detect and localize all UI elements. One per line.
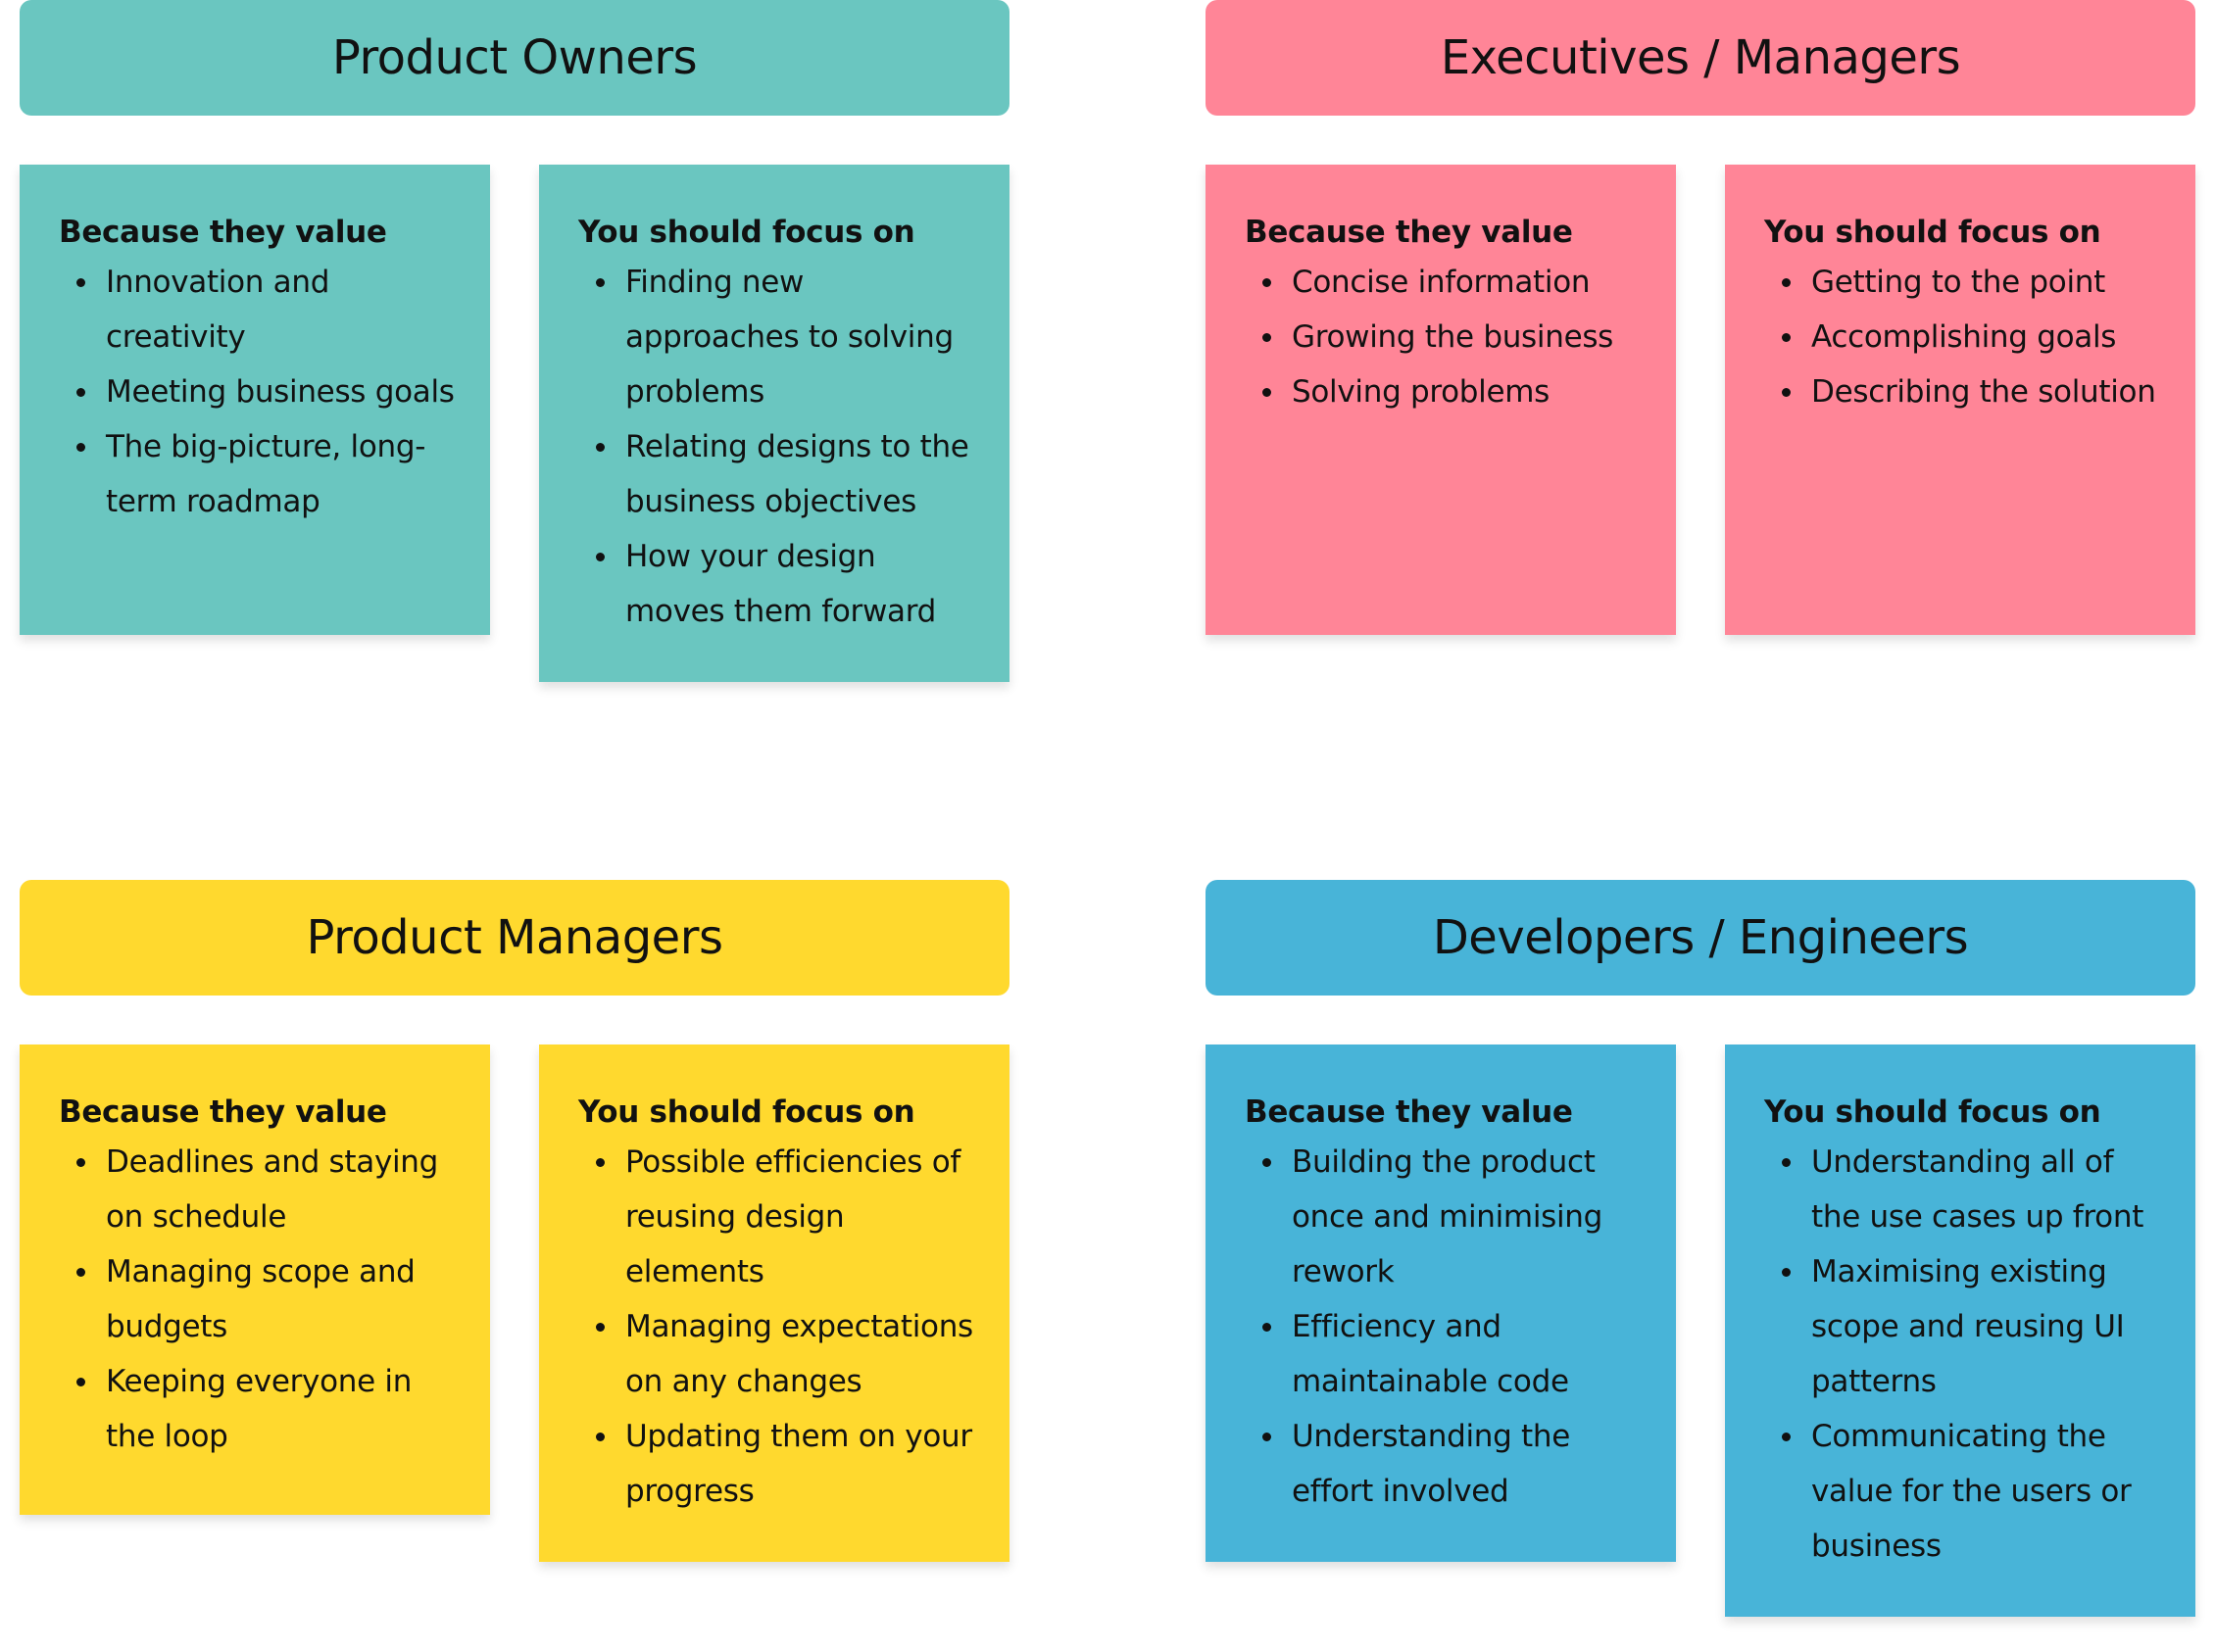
- group-title-banner: Product Owners: [20, 0, 1009, 116]
- list-item: Building the product once and minimising…: [1262, 1135, 1643, 1299]
- value-list: Deadlines and staying on schedule Managi…: [59, 1135, 457, 1464]
- value-sticky-note: Because they value Deadlines and staying…: [20, 1045, 490, 1515]
- value-heading: Because they value: [1245, 215, 1573, 250]
- list-item: Solving problems: [1262, 364, 1643, 419]
- list-item: Meeting business goals: [76, 364, 457, 419]
- list-item: Keeping everyone in the loop: [76, 1354, 457, 1464]
- group-title-banner: Executives / Managers: [1206, 0, 2195, 116]
- list-item: Understanding the effort involved: [1262, 1409, 1643, 1519]
- value-list: Building the product once and minimising…: [1245, 1135, 1643, 1519]
- list-item: Concise information: [1262, 255, 1643, 310]
- focus-list: Getting to the point Accomplishing goals…: [1764, 255, 2162, 419]
- value-sticky-note: Because they value Building the product …: [1206, 1045, 1676, 1562]
- focus-sticky-note: You should focus on Finding new approach…: [539, 165, 1009, 682]
- value-heading: Because they value: [59, 215, 387, 250]
- list-item: Possible efficiencies of reusing design …: [596, 1135, 976, 1299]
- list-item: Describing the solution: [1782, 364, 2162, 419]
- list-item: Growing the business: [1262, 310, 1643, 364]
- focus-sticky-note: You should focus on Getting to the point…: [1725, 165, 2195, 635]
- focus-list: Understanding all of the use cases up fr…: [1764, 1135, 2162, 1574]
- focus-heading: You should focus on: [1764, 215, 2101, 250]
- list-item: How your design moves them forward: [596, 529, 976, 639]
- list-item: Finding new approaches to solving proble…: [596, 255, 976, 419]
- focus-heading: You should focus on: [578, 215, 915, 250]
- value-sticky-note: Because they value Innovation and creati…: [20, 165, 490, 635]
- focus-sticky-note: You should focus on Understanding all of…: [1725, 1045, 2195, 1617]
- focus-sticky-note: You should focus on Possible efficiencie…: [539, 1045, 1009, 1562]
- group-title-banner: Developers / Engineers: [1206, 880, 2195, 996]
- list-item: Innovation and creativity: [76, 255, 457, 364]
- focus-list: Possible efficiencies of reusing design …: [578, 1135, 976, 1519]
- list-item: Understanding all of the use cases up fr…: [1782, 1135, 2162, 1244]
- value-list: Innovation and creativity Meeting busine…: [59, 255, 457, 529]
- list-item: Efficiency and maintainable code: [1262, 1299, 1643, 1409]
- list-item: Communicating the value for the users or…: [1782, 1409, 2162, 1574]
- list-item: Maximising existing scope and reusing UI…: [1782, 1244, 2162, 1409]
- list-item: Relating designs to the business objecti…: [596, 419, 976, 529]
- list-item: Managing expectations on any changes: [596, 1299, 976, 1409]
- focus-heading: You should focus on: [578, 1094, 915, 1130]
- value-heading: Because they value: [59, 1094, 387, 1130]
- focus-heading: You should focus on: [1764, 1094, 2101, 1130]
- value-sticky-note: Because they value Concise information G…: [1206, 165, 1676, 635]
- list-item: Updating them on your progress: [596, 1409, 976, 1519]
- list-item: Accomplishing goals: [1782, 310, 2162, 364]
- value-list: Concise information Growing the business…: [1245, 255, 1643, 419]
- focus-list: Finding new approaches to solving proble…: [578, 255, 976, 639]
- list-item: Deadlines and staying on schedule: [76, 1135, 457, 1244]
- group-title-banner: Product Managers: [20, 880, 1009, 996]
- value-heading: Because they value: [1245, 1094, 1573, 1130]
- list-item: Managing scope and budgets: [76, 1244, 457, 1354]
- list-item: The big-picture, long-term roadmap: [76, 419, 457, 529]
- list-item: Getting to the point: [1782, 255, 2162, 310]
